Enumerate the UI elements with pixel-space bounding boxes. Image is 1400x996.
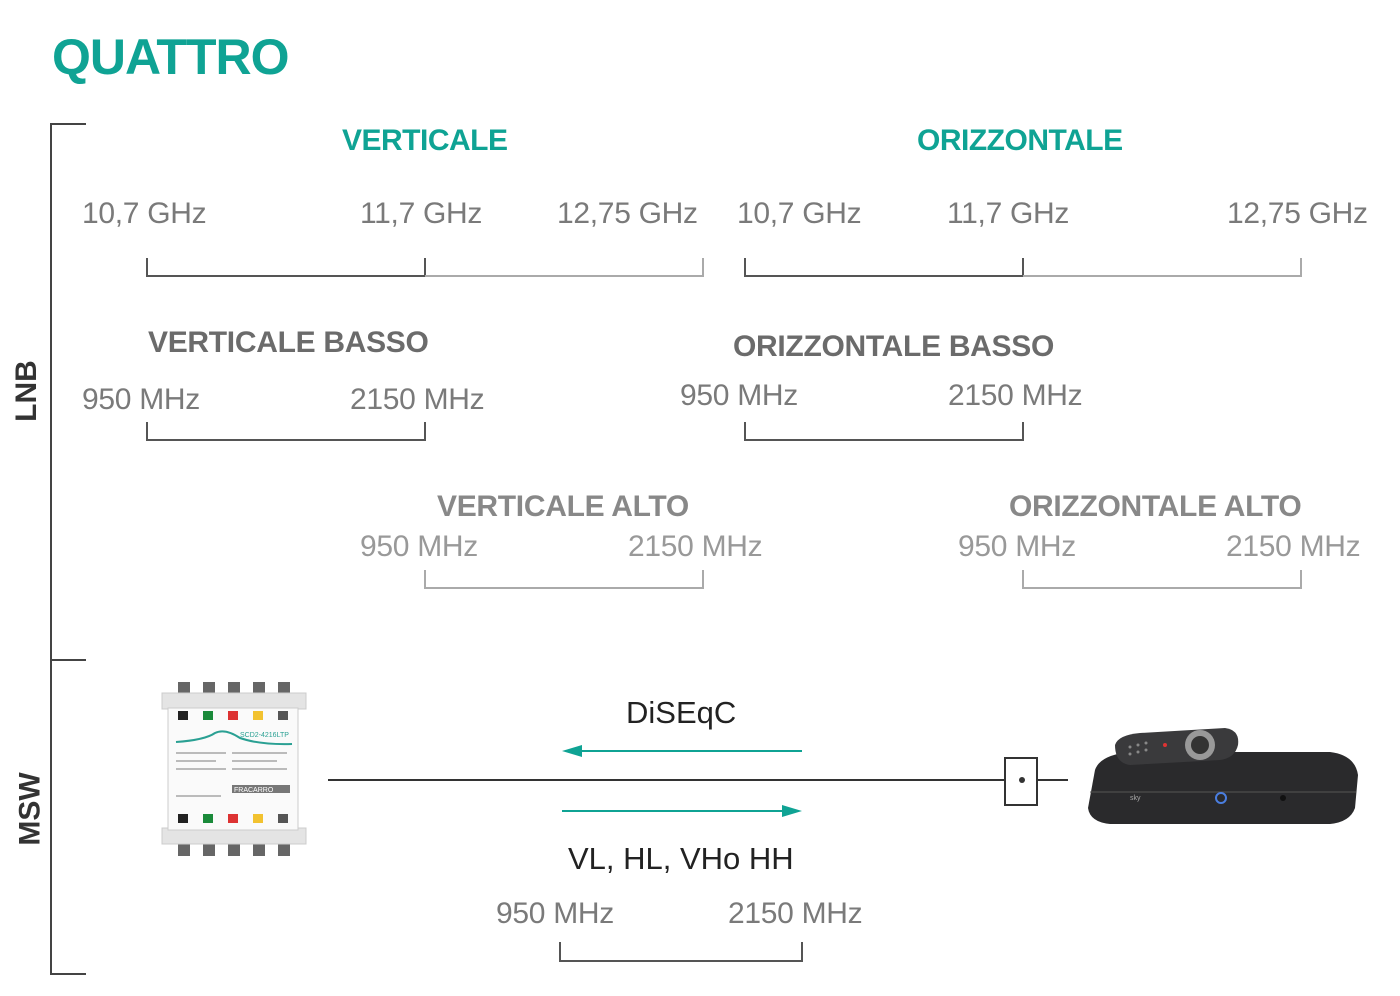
section-vertical-low: VERTICALE BASSO bbox=[148, 326, 429, 359]
svg-text:FRACARRO: FRACARRO bbox=[234, 787, 274, 794]
freq-label: 950 MHz bbox=[360, 530, 478, 563]
bracket-hh-if bbox=[1022, 570, 1302, 589]
bracket-vl-if bbox=[146, 422, 426, 441]
receiver-image: sky bbox=[1088, 728, 1358, 824]
section-vertical-high: VERTICALE ALTO bbox=[437, 490, 689, 523]
lnb-label: LNB bbox=[9, 360, 43, 422]
freq-label: 2150 MHz bbox=[728, 897, 863, 930]
band-horizontal-label: ORIZZONTALE bbox=[917, 124, 1123, 157]
bracket-vertical-high bbox=[425, 258, 704, 277]
freq-label: 2150 MHz bbox=[628, 530, 763, 563]
svg-text:SCD2-4216LTP: SCD2-4216LTP bbox=[240, 732, 289, 739]
section-horizontal-high: ORIZZONTALE ALTO bbox=[1009, 490, 1302, 523]
freq-label: 2150 MHz bbox=[948, 379, 1083, 412]
freq-label: 950 MHz bbox=[496, 897, 614, 930]
freq-label: 950 MHz bbox=[958, 530, 1076, 563]
bracket-vertical-low bbox=[146, 258, 426, 277]
page-title: QUATTRO bbox=[52, 29, 289, 85]
arrow-left-diseqc bbox=[562, 745, 802, 757]
polarity-label: VL, HL, VHo HH bbox=[568, 841, 794, 876]
freq-label: 2150 MHz bbox=[1226, 530, 1361, 563]
freq-label: 2150 MHz bbox=[350, 383, 485, 416]
freq-label: 950 MHz bbox=[82, 383, 200, 416]
svg-text:sky: sky bbox=[1130, 795, 1141, 802]
bracket-hl-if bbox=[744, 422, 1024, 441]
bracket-vh-if bbox=[424, 570, 704, 589]
arrow-right-signal bbox=[562, 805, 802, 817]
bracket-horizontal-high bbox=[1023, 258, 1302, 277]
group-bracket bbox=[50, 123, 86, 975]
multiswitch-image: SCD2-4216LTP FRACARRO bbox=[161, 682, 307, 856]
freq-label: 11,7 GHz bbox=[360, 197, 483, 230]
diseqc-label: DiSEqC bbox=[626, 695, 737, 730]
freq-label: 12,75 GHz bbox=[1227, 197, 1368, 230]
freq-label: 950 MHz bbox=[680, 379, 798, 412]
freq-label: 12,75 GHz bbox=[557, 197, 698, 230]
freq-label: 10,7 GHz bbox=[737, 197, 862, 230]
freq-label: 10,7 GHz bbox=[82, 197, 207, 230]
band-vertical-label: VERTICALE bbox=[342, 124, 508, 157]
msw-label: MSW bbox=[13, 772, 47, 846]
section-horizontal-low: ORIZZONTALE BASSO bbox=[733, 330, 1055, 363]
freq-label: 11,7 GHz bbox=[947, 197, 1070, 230]
bracket-msw-if bbox=[559, 942, 803, 962]
bracket-horizontal-low bbox=[744, 258, 1024, 277]
